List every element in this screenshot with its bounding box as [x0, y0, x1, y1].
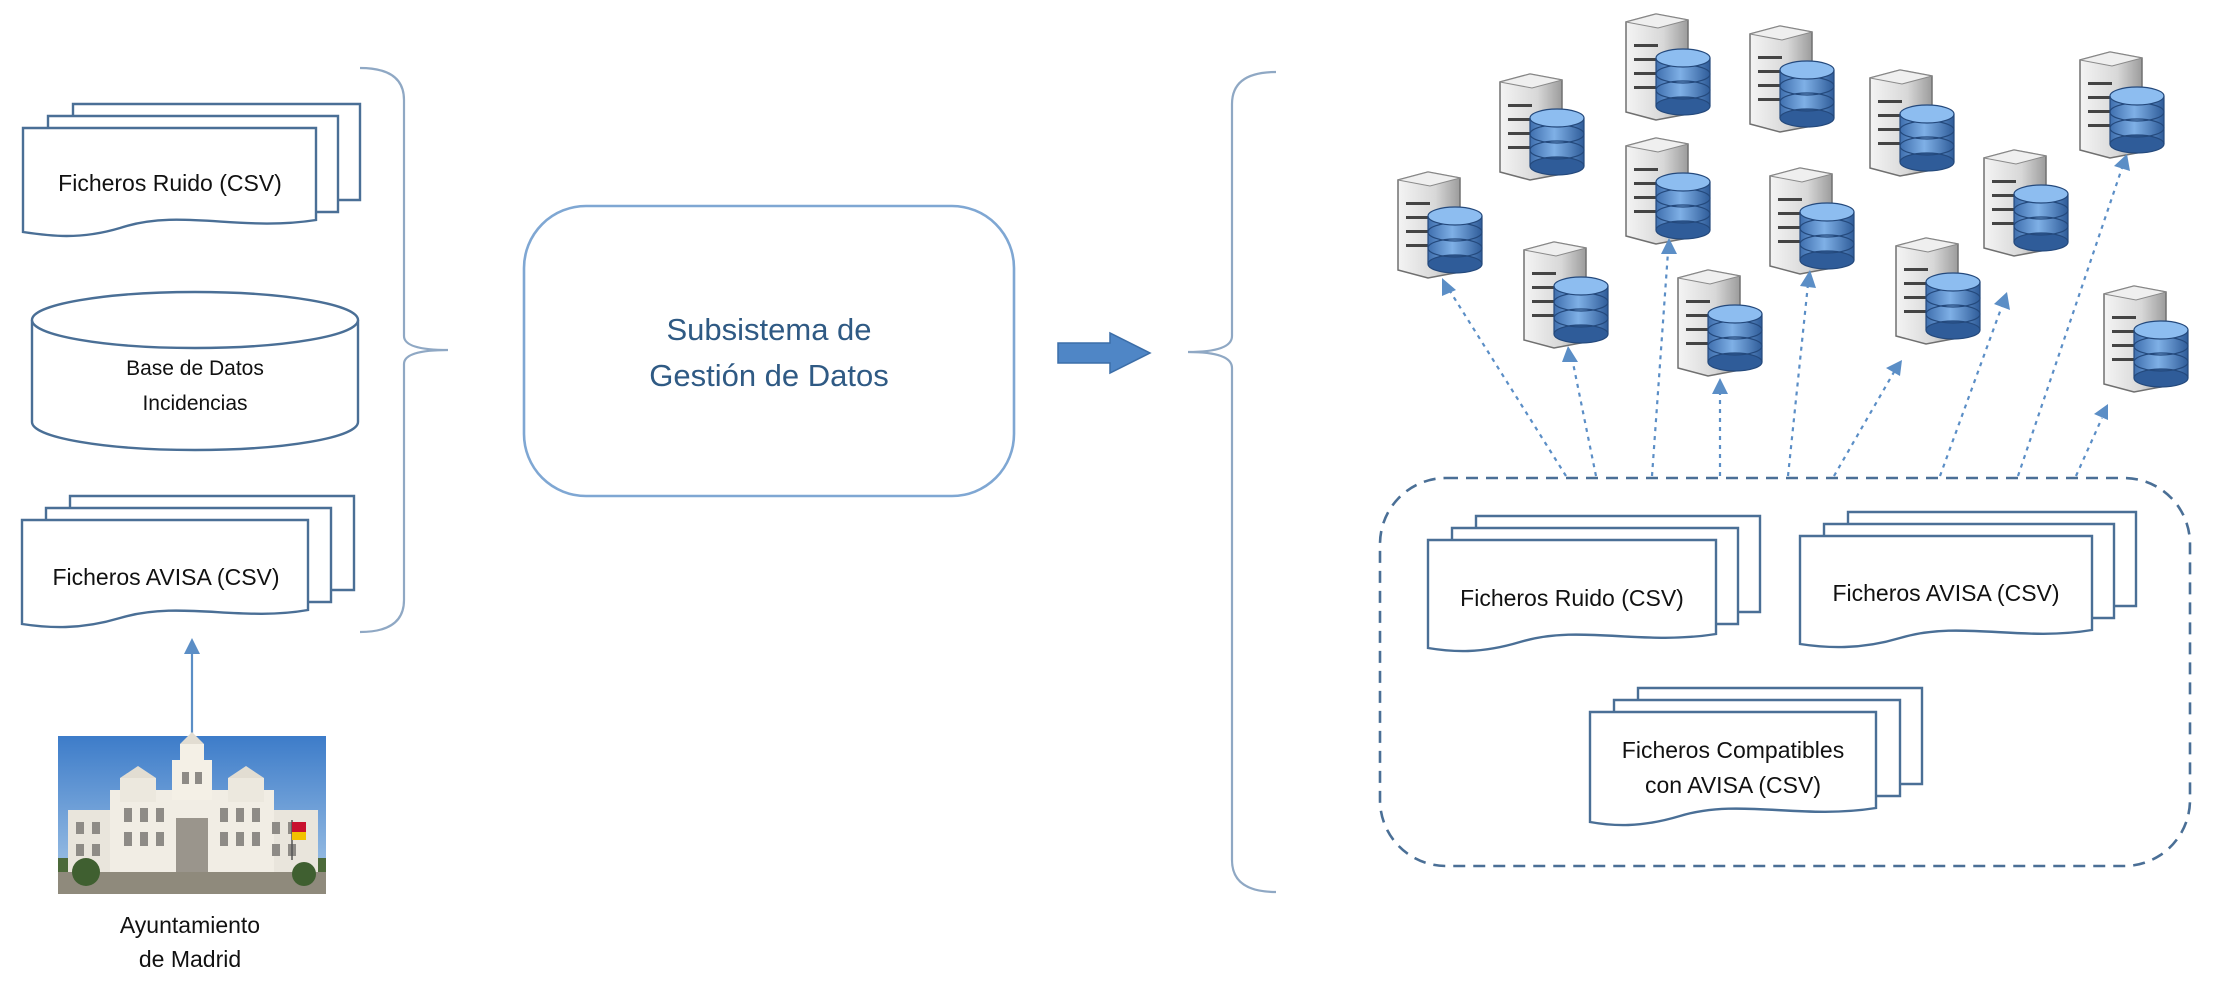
dotted-arrow	[1650, 238, 1677, 477]
subsystem-label-line2: Gestión de Datos	[649, 358, 889, 393]
dotted-arrow	[2016, 154, 2130, 477]
output-arrow	[1057, 331, 1152, 375]
dotted-arrow	[1562, 346, 1598, 477]
server-db-icon	[2103, 285, 2189, 393]
doc-label-avisa-source: Ficheros AVISA (CSV)	[52, 564, 279, 590]
doc-label-avisa-output: Ficheros AVISA (CSV)	[1832, 580, 2059, 606]
server-db-icon	[1499, 73, 1585, 181]
server-db-icon	[1397, 171, 1483, 279]
database-label-line1: Base de Datos	[126, 357, 264, 380]
outputs-brace	[1187, 70, 1277, 894]
doc-stack-avisa-output: Ficheros AVISA (CSV)	[1798, 510, 2138, 649]
server-cluster	[1397, 13, 2189, 393]
server-db-icon	[1749, 25, 1835, 133]
doc-label-compat-line1: Ficheros Compatibles	[1622, 737, 1844, 763]
server-db-icon	[2079, 51, 2165, 159]
subsystem-box: Subsistema de Gestión de Datos	[522, 204, 1016, 498]
server-db-icon	[1983, 149, 2069, 257]
dotted-arrow	[1833, 360, 1902, 477]
server-db-icon	[1625, 13, 1711, 121]
server-db-icon	[1895, 237, 1981, 345]
dotted-arrow	[1442, 278, 1567, 477]
doc-label-ruido-source: Ficheros Ruido (CSV)	[58, 170, 282, 196]
output-files-group	[1378, 476, 2192, 868]
doc-label-compat-line2: con AVISA (CSV)	[1645, 772, 1821, 798]
sources-brace	[359, 66, 449, 634]
origin-label-line2: de Madrid	[139, 946, 241, 972]
doc-stack-ruido-source: Ficheros Ruido (CSV)	[21, 102, 362, 238]
server-db-icon	[1677, 269, 1763, 377]
doc-stack-avisa-source: Ficheros AVISA (CSV)	[20, 494, 356, 629]
doc-stack-ruido-output: Ficheros Ruido (CSV)	[1426, 514, 1762, 653]
server-db-icon	[1523, 241, 1609, 349]
distribution-arrows	[1442, 154, 2130, 477]
database-incidencias: Base de Datos Incidencias	[30, 290, 360, 452]
subsystem-label-line1: Subsistema de	[666, 312, 871, 347]
server-db-icon	[1769, 167, 1855, 275]
database-label-line2: Incidencias	[142, 392, 247, 415]
dotted-arrow	[2074, 404, 2108, 477]
ayuntamiento-photo	[58, 732, 326, 894]
server-db-icon	[1625, 137, 1711, 245]
dotted-arrow	[1938, 292, 2010, 477]
dotted-arrow	[1712, 378, 1728, 476]
origin-label-line1: Ayuntamiento	[120, 912, 260, 938]
server-db-icon	[1869, 69, 1955, 177]
doc-stack-compatibles-output: Ficheros Compatibles con AVISA (CSV)	[1588, 686, 1924, 827]
upload-arrow	[184, 638, 200, 738]
dotted-arrow	[1786, 270, 1816, 477]
doc-label-ruido-output: Ficheros Ruido (CSV)	[1460, 585, 1684, 611]
